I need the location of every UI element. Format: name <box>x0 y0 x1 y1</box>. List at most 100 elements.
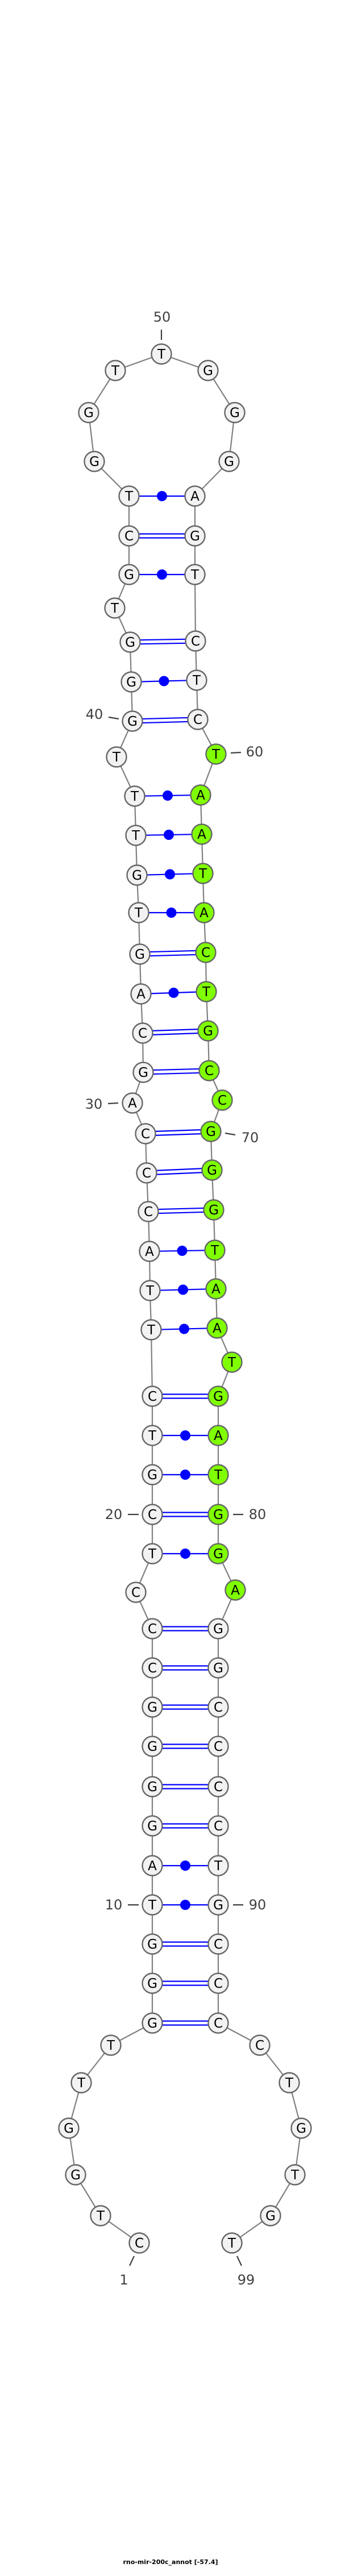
nucleotide: C <box>207 1933 229 1955</box>
pair-bond-line <box>152 1029 198 1031</box>
nucleotide-circle <box>132 1062 154 1083</box>
nucleotide: C <box>185 630 206 652</box>
position-label: 40 <box>86 706 119 722</box>
base-pair <box>162 1393 209 1399</box>
nucleotide: G <box>142 1815 163 1837</box>
nucleotide-letter: A <box>128 1096 137 1111</box>
nucleotide-letter: T <box>124 489 134 504</box>
nucleotide-letter: G <box>89 455 99 469</box>
nucleotide-letter: C <box>201 946 210 960</box>
position-tick <box>129 2255 135 2266</box>
nucleotide: G <box>207 1657 229 1679</box>
nucleotide-letter: G <box>147 1819 157 1834</box>
nucleotide: G <box>65 2164 86 2186</box>
base-pair <box>160 1284 206 1295</box>
position-number: 30 <box>85 1096 103 1112</box>
nucleotide-letter: G <box>147 1976 157 1991</box>
nucleotide-letter: G <box>70 2168 81 2183</box>
nucleotide-circle <box>142 1815 163 1837</box>
nucleotide: G <box>200 1121 222 1142</box>
nucleotide-circle <box>129 943 151 965</box>
nucleotide: T <box>278 2072 300 2094</box>
nucleotide: T <box>140 1319 162 1341</box>
nucleotide-circle <box>184 485 206 507</box>
nucleotide-circle <box>118 564 140 585</box>
nucleotide-circle <box>132 1022 153 1044</box>
position-number: 40 <box>86 706 103 722</box>
nucleotide-circle <box>142 1464 163 1485</box>
nucleotide: A <box>130 983 152 1005</box>
nucleotide: C <box>207 1736 229 1757</box>
nucleotide-letter: G <box>213 1508 223 1522</box>
nucleotide-circle <box>151 343 172 365</box>
position-tick <box>107 1102 119 1105</box>
nucleotide-letter: T <box>227 1355 236 1370</box>
nucleotide: G <box>207 1385 229 1407</box>
nucleotide-letter: A <box>136 987 145 1002</box>
nucleotide-letter: C <box>191 634 200 649</box>
nucleotide: G <box>207 1504 229 1525</box>
nucleotide: G <box>142 1776 163 1797</box>
nucleotide-letter: C <box>148 1622 157 1637</box>
nucleotide: T <box>142 1894 163 1916</box>
nucleotide-letter: T <box>214 1859 223 1874</box>
pair-dot <box>168 988 179 998</box>
nucleotide-circle <box>106 746 127 768</box>
base-pair <box>162 1704 209 1710</box>
position-number: 99 <box>238 2272 255 2288</box>
nucleotide-circle <box>207 1776 229 1797</box>
nucleotide-circle <box>128 902 149 923</box>
nucleotide: T <box>124 785 145 807</box>
nucleotide: T <box>142 1543 163 1564</box>
position-tick <box>108 716 119 720</box>
nucleotide: A <box>122 1092 143 1114</box>
nucleotide: G <box>142 1464 163 1485</box>
nucleotide-circle <box>118 525 140 547</box>
position-tick <box>230 751 242 754</box>
nucleotide: A <box>142 1855 163 1876</box>
nucleotide-letter: G <box>124 568 134 582</box>
nucleotide-letter: T <box>148 1547 157 1562</box>
nucleotide-letter: T <box>210 1243 219 1258</box>
nucleotide-circle <box>207 2012 229 2034</box>
nucleotide-circle <box>139 1241 160 1262</box>
pair-bond-line <box>142 717 188 720</box>
nucleotide-circle <box>204 1239 226 1261</box>
pair-dot <box>180 1861 190 1871</box>
nucleotide-circle <box>126 864 148 886</box>
position-number: 70 <box>242 1130 259 1146</box>
base-pair <box>162 1784 209 1790</box>
nucleotide: G <box>224 402 246 423</box>
nucleotide-letter: G <box>213 1898 223 1913</box>
nucleotide-circle <box>198 1060 220 1081</box>
nucleotide: T <box>184 564 206 585</box>
nucleotide-circle <box>200 1121 222 1142</box>
base-pair <box>162 1512 209 1517</box>
position-label: 70 <box>224 1130 259 1146</box>
base-pair <box>139 491 185 501</box>
nucleotide-circle <box>125 825 147 846</box>
nucleotide-circle <box>206 1317 228 1339</box>
nucleotide-circle <box>224 1579 246 1601</box>
nucleotide-letter: A <box>199 906 209 921</box>
nucleotide-letter: C <box>141 1127 150 1142</box>
nucleotide-circle <box>142 1894 163 1916</box>
nucleotide-letter: A <box>211 1282 221 1297</box>
nucleotide-letter: C <box>142 1166 151 1181</box>
nucleotide-circle <box>142 1736 163 1757</box>
nucleotide-circle <box>207 1696 229 1718</box>
nucleotide-circle <box>193 902 215 923</box>
nucleotide-circle <box>142 1618 163 1639</box>
nucleotide-circle <box>207 1657 229 1679</box>
nucleotide: T <box>105 360 126 381</box>
nucleotide: A <box>224 1579 246 1601</box>
nucleotide-letter: A <box>214 1429 223 1443</box>
nucleotide-circle <box>84 451 105 472</box>
base-pair <box>151 988 197 998</box>
nucleotide-circle <box>140 1319 162 1341</box>
nucleotide-circle <box>207 1933 229 1955</box>
nucleotide: T <box>118 485 140 507</box>
nucleotide: T <box>139 1280 161 1301</box>
pair-dot <box>165 869 175 880</box>
